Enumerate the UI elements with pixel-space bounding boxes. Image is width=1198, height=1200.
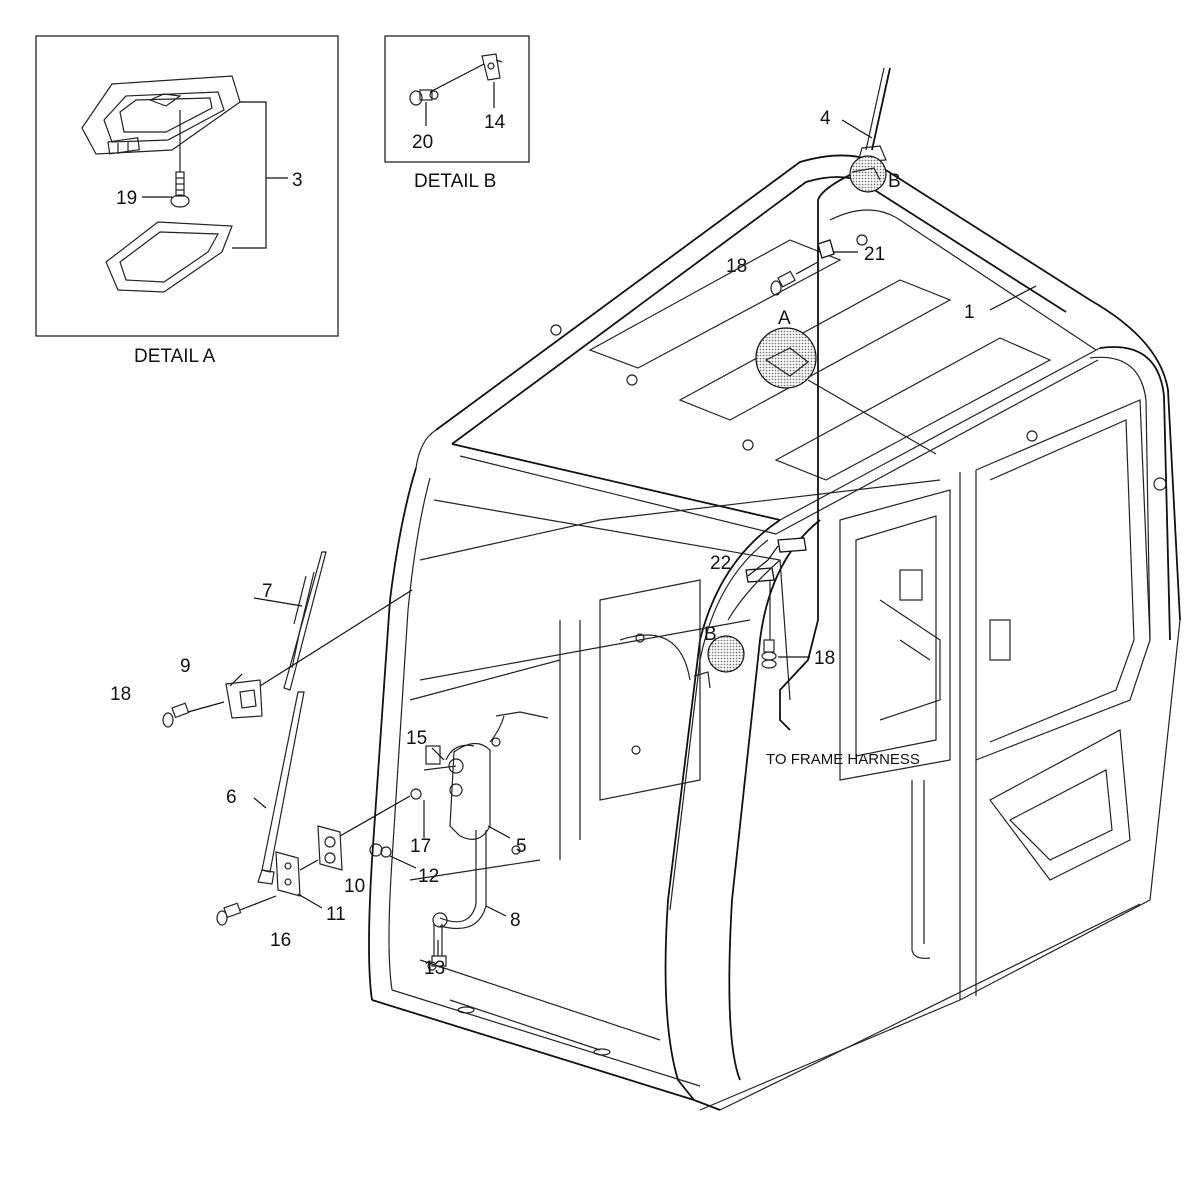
link-8: [432, 830, 507, 930]
marker-b-top-label: B: [888, 171, 901, 192]
bolt-18-right: [761, 639, 810, 669]
callout-22: 22: [710, 553, 731, 574]
detail-b-marker-top: [849, 155, 887, 193]
antenna-cable-1: [779, 171, 1097, 731]
callout-13: 13: [424, 958, 445, 979]
callout-10: 10: [344, 876, 365, 897]
marker-a-label: A: [778, 308, 791, 329]
callout-12: 12: [418, 866, 439, 887]
clamps-22: [727, 537, 807, 640]
callout-9: 9: [180, 656, 191, 677]
lens-cover: [105, 221, 233, 293]
callout-3: 3: [292, 170, 303, 191]
callout-17: 17: [410, 836, 431, 857]
screw-19: [170, 110, 190, 208]
antenna-assembly: [857, 67, 891, 163]
detail-a-marker: [755, 327, 817, 389]
bolt-18-left: [162, 701, 225, 728]
callout-4: 4: [820, 108, 831, 129]
callout-14: 14: [484, 112, 506, 133]
detail-b-panel: [384, 35, 530, 163]
detail-a-caption: DETAIL A: [134, 346, 216, 367]
callout-7: 7: [262, 581, 273, 602]
wiper-blade-7: [283, 551, 327, 691]
callout-18-top: 18: [726, 256, 747, 277]
callout-5: 5: [516, 836, 527, 857]
nut-12: [369, 843, 417, 869]
detail-b-marker-side: [693, 635, 745, 689]
callout-18-left: 18: [110, 684, 131, 705]
plate-11: [275, 851, 301, 897]
bracket-9: [225, 679, 263, 719]
wiper-motor-5: [423, 711, 549, 840]
wiper-arm-6: [257, 691, 305, 885]
clamp-21: [817, 239, 858, 259]
callout-21: 21: [864, 244, 885, 265]
washer-nut-17: [410, 788, 425, 838]
marker-b-side-label: B: [704, 624, 717, 645]
detail-a-panel: [35, 35, 339, 337]
callout-20: 20: [412, 132, 433, 153]
dome-light-assembly: [81, 75, 241, 155]
callout-16: 16: [270, 930, 291, 951]
callout-19: 19: [116, 188, 137, 209]
callout-8: 8: [510, 910, 521, 931]
bolt-16: [216, 895, 277, 926]
bracket-14: [481, 53, 503, 81]
bolt-18-top: [770, 261, 819, 296]
detail-b-caption: DETAIL B: [414, 171, 496, 192]
cab-body: [368, 154, 1181, 1111]
bolt-20: [409, 89, 439, 106]
callout-6: 6: [226, 787, 237, 808]
callout-1: 1: [964, 302, 975, 323]
callout-11: 11: [326, 904, 346, 925]
callout-18-right: 18: [814, 648, 835, 669]
gasket-10: [317, 825, 343, 871]
frame-harness-note: TO FRAME HARNESS: [766, 751, 920, 768]
pivot-13: [431, 924, 447, 967]
callout-15: 15: [406, 728, 427, 749]
